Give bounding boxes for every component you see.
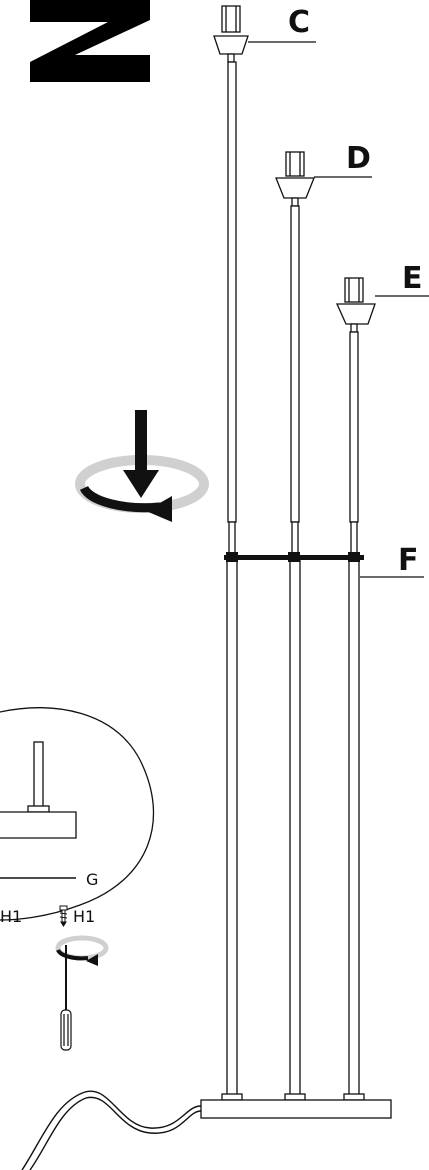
lamp-socket-c [221, 5, 241, 33]
detail-callout [0, 707, 154, 921]
step-number [30, 0, 150, 82]
pole-e [335, 277, 376, 1101]
label-h1-right: H1 [73, 907, 95, 926]
label-e: E [402, 261, 423, 296]
pole-d [275, 151, 315, 1101]
label-f: F [398, 543, 419, 578]
label-h1-left: H1 [0, 907, 22, 926]
label-d: D [346, 141, 371, 176]
connector-f [224, 552, 364, 562]
rotate-clockwise-arrow-icon-detail [55, 935, 109, 966]
label-c: C [288, 5, 310, 40]
lamp-socket-d [285, 151, 305, 177]
lamp-base [200, 1099, 392, 1119]
screw-icon [59, 905, 68, 927]
screwdriver-icon [60, 945, 72, 1051]
rotate-clockwise-arrow-icon [75, 410, 209, 522]
power-cable [21, 1090, 202, 1170]
label-g: G [86, 870, 98, 889]
lamp-socket-e [344, 277, 364, 303]
